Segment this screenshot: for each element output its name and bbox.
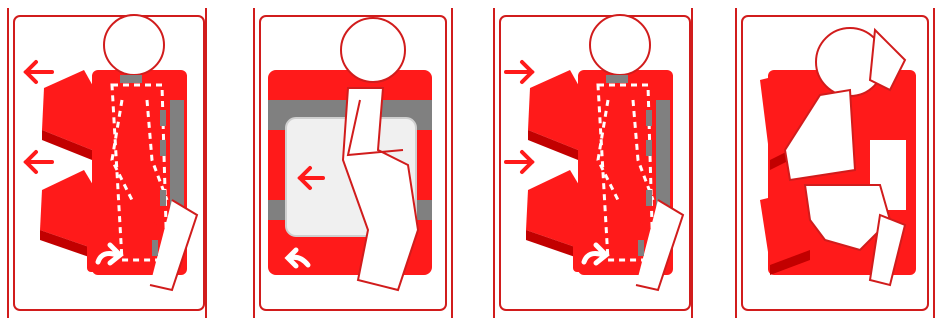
step-2-illustration <box>248 0 458 323</box>
step-3-illustration <box>488 0 698 323</box>
arrow-right-icon <box>506 62 532 172</box>
step-2-panel <box>248 0 458 323</box>
step-3-panel <box>488 0 698 323</box>
step-4-illustration <box>730 0 937 323</box>
step-4-panel <box>730 0 937 323</box>
step-1-illustration <box>2 0 212 323</box>
step-1-panel <box>2 0 212 323</box>
